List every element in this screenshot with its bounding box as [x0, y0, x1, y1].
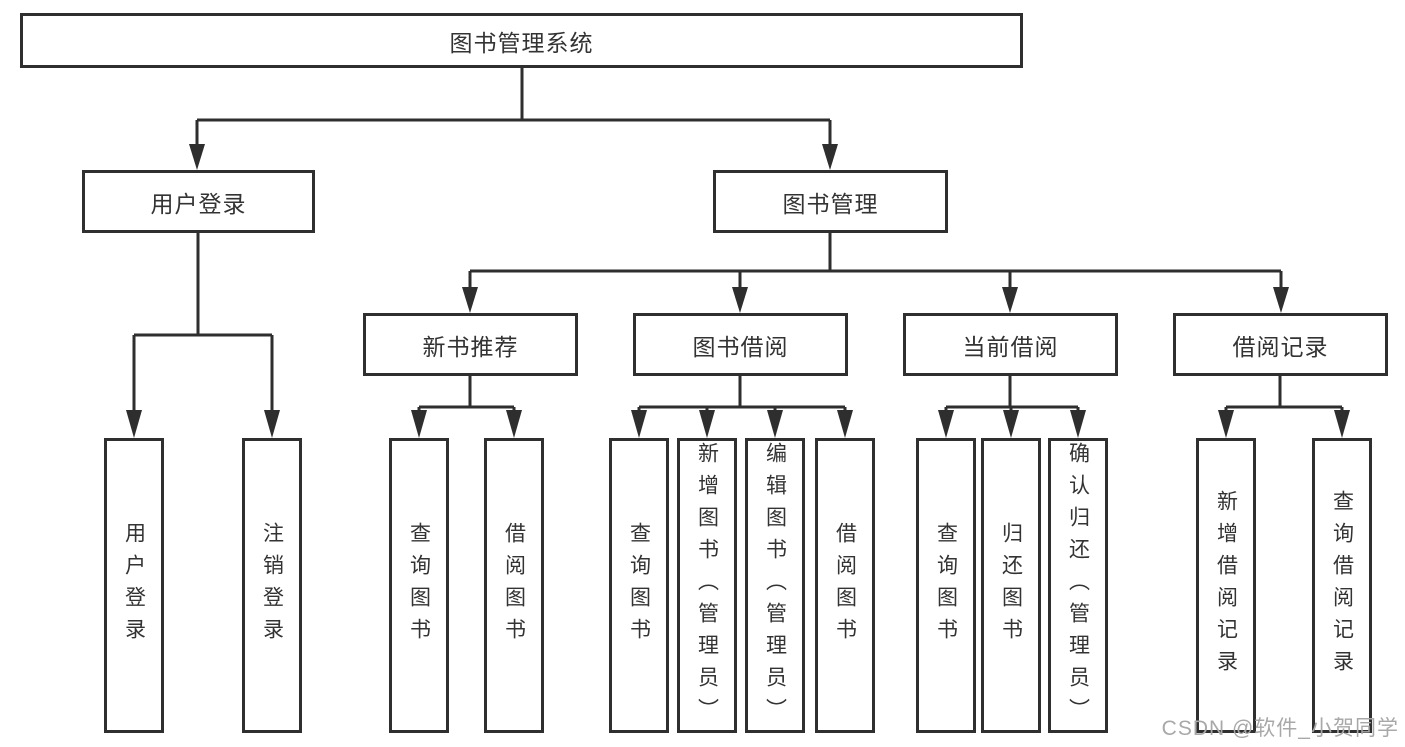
node-current-borrow: 当前借阅 [903, 313, 1118, 376]
leaf-label: 借阅图书 [502, 521, 526, 650]
leaf-label: 归还图书 [999, 521, 1023, 650]
leaf-add-borrow-record: 新增借阅记录 [1196, 438, 1256, 733]
leaf-query-book-recommend: 查询图书 [389, 438, 449, 733]
leaf-logout-login: 注销登录 [242, 438, 302, 733]
node-book-borrow: 图书借阅 [633, 313, 848, 376]
leaf-query-book-borrow: 查询图书 [609, 438, 669, 733]
connector-book-management-split [462, 233, 1289, 313]
node-user-login: 用户登录 [82, 170, 315, 233]
leaf-add-book-admin: 新增图书（管理员） [677, 438, 737, 733]
leaf-edit-book-admin: 编辑图书（管理员） [745, 438, 805, 733]
leaf-label: 新增借阅记录 [1214, 489, 1238, 682]
leaf-label: 确认归还（管理员） [1066, 441, 1090, 730]
leaf-user-login: 用户登录 [104, 438, 164, 733]
connector-user-login-split [126, 233, 280, 438]
node-borrow-records: 借阅记录 [1173, 313, 1388, 376]
node-book-management: 图书管理 [713, 170, 948, 233]
connector-current-borrow-split [938, 376, 1086, 438]
leaf-borrow-book: 借阅图书 [815, 438, 875, 733]
connector-borrow-records-split [1218, 376, 1350, 438]
leaf-label: 用户登录 [122, 521, 146, 650]
connector-book-borrow-split [631, 376, 853, 438]
leaf-label: 查询图书 [934, 521, 958, 650]
leaf-borrow-book-recommend: 借阅图书 [484, 438, 544, 733]
connector-new-book-split [411, 376, 522, 438]
leaf-label: 注销登录 [260, 521, 284, 650]
leaf-label: 新增图书（管理员） [695, 441, 719, 730]
leaf-confirm-return-admin: 确认归还（管理员） [1048, 438, 1108, 733]
leaf-query-borrow-record: 查询借阅记录 [1312, 438, 1372, 733]
leaf-label: 编辑图书（管理员） [763, 441, 787, 730]
node-new-book-recommend: 新书推荐 [363, 313, 578, 376]
node-library-system: 图书管理系统 [20, 13, 1023, 68]
watermark: CSDN @软件_小贺同学 [1161, 717, 1399, 740]
leaf-query-book-current: 查询图书 [916, 438, 976, 733]
leaf-return-book: 归还图书 [981, 438, 1041, 733]
leaf-label: 查询借阅记录 [1330, 489, 1354, 682]
leaf-label: 查询图书 [407, 521, 431, 650]
leaf-label: 借阅图书 [833, 521, 857, 650]
leaf-label: 查询图书 [627, 521, 651, 650]
connector-root-split [189, 68, 838, 170]
